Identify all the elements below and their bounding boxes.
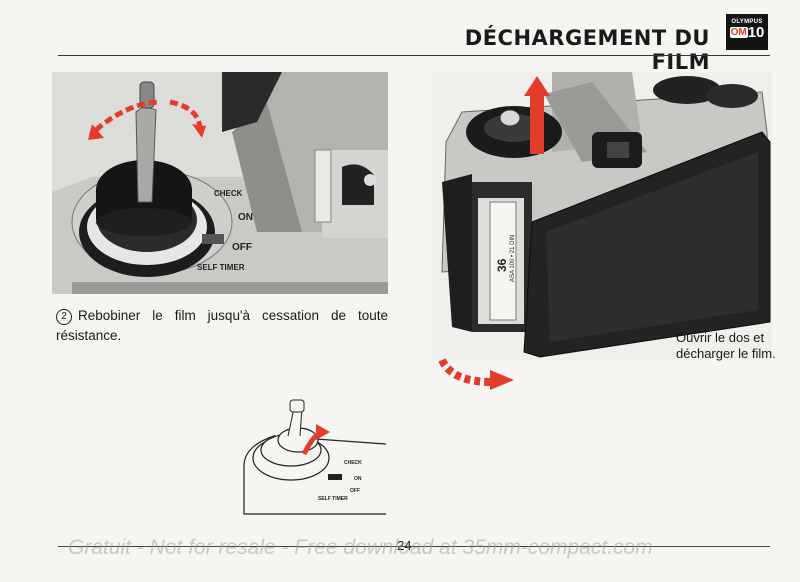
self-timer-label: SELF TIMER <box>197 263 245 272</box>
logo-brand: OLYMPUS <box>731 19 763 25</box>
footer-rule <box>58 546 770 547</box>
page-number: 24 <box>397 538 412 553</box>
film-text: ASA 100 • 21 DIN <box>510 235 516 282</box>
open-direction-arrow <box>436 352 520 392</box>
sketch-self-timer-label: SELF TIMER <box>318 496 348 502</box>
step-text: Rebobiner le film jusqu'à cessation de t… <box>56 308 388 343</box>
sketch-off-label: OFF <box>350 488 360 494</box>
title-rule <box>58 55 770 56</box>
logo-model: OM10 <box>729 24 765 41</box>
sketch-check-label: CHECK <box>344 460 362 466</box>
check-label: CHECK <box>214 189 243 198</box>
rewind-crank-photo: ✱ CHECK ON OFF SELF TIMER <box>52 72 388 294</box>
page-title: DÉCHARGEMENT DU FILM <box>464 26 710 74</box>
sketch-on-label: ON <box>354 476 362 482</box>
on-label: ON <box>238 212 253 223</box>
open-back-photo: 36 ASA 100 • 21 DIN <box>432 72 772 360</box>
film-count: 36 <box>495 258 509 272</box>
step-number: 2 <box>56 309 72 325</box>
off-label: OFF <box>232 242 252 253</box>
open-back-caption: Ouvrir le dos et décharger le film. <box>676 330 776 361</box>
watermark: Gratuit - Not for resale - Free download… <box>68 536 653 559</box>
brand-logo: OLYMPUS OM10 <box>726 14 768 50</box>
rewind-sketch: CHECK ON OFF SELF TIMER <box>236 396 387 526</box>
